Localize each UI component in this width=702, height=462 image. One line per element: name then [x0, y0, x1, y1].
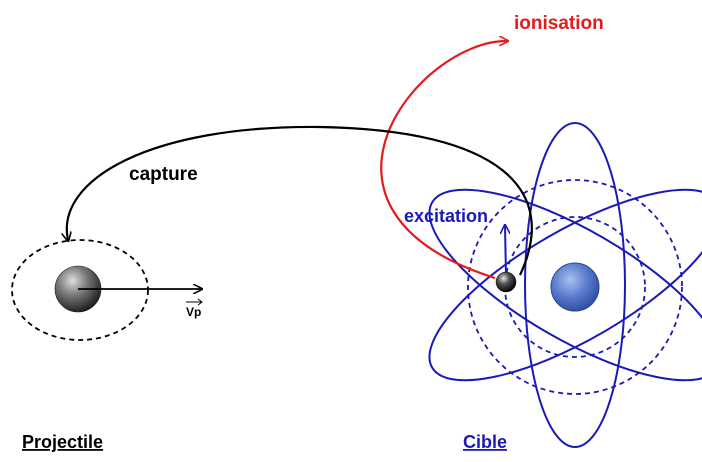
target-atom [428, 122, 702, 448]
target-label: Cible [463, 432, 507, 452]
target-nucleus [550, 262, 600, 312]
projectile-label: Projectile [22, 432, 103, 452]
orbit-ellipse-vertical [524, 122, 626, 448]
projectile [11, 239, 201, 341]
velocity-label: Vp [186, 305, 201, 319]
orbit-shell-outer [467, 179, 683, 395]
ionisation-arrow [380, 41, 507, 280]
target-electron [495, 271, 517, 293]
capture-label: capture [129, 164, 198, 185]
orbit-ellipse-diagonal-b [428, 188, 702, 382]
excitation-arrow [505, 226, 506, 277]
excitation-label: excitation [404, 206, 488, 226]
orbit-ellipse-diagonal-a [428, 188, 702, 382]
capture-arrow [67, 125, 533, 276]
vector-arrowhead-icon [197, 298, 203, 306]
ionisation-label: ionisation [514, 13, 604, 34]
velocity-label-group: Vp [186, 298, 203, 319]
projectile-shell [11, 239, 149, 341]
